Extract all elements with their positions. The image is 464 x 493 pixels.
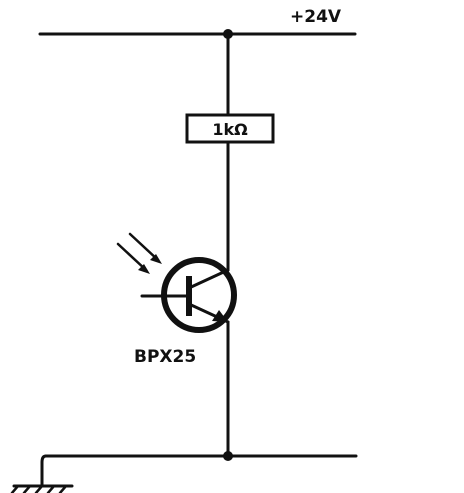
resistor-body: [185, 113, 275, 144]
ground-symbol: [10, 484, 74, 493]
phototransistor-symbol: [140, 257, 237, 333]
bottom-junction-dot: [223, 451, 233, 461]
ground-drop-wire: [40, 454, 48, 488]
transistor-part-label: BPX25: [134, 347, 196, 367]
emitter-arrow: [212, 310, 228, 322]
collector-lead: [187, 268, 230, 290]
light-rays-icon: [116, 232, 162, 274]
supply-voltage-label: +24V: [290, 7, 342, 27]
resistor-value-label: 1kΩ: [212, 120, 248, 139]
